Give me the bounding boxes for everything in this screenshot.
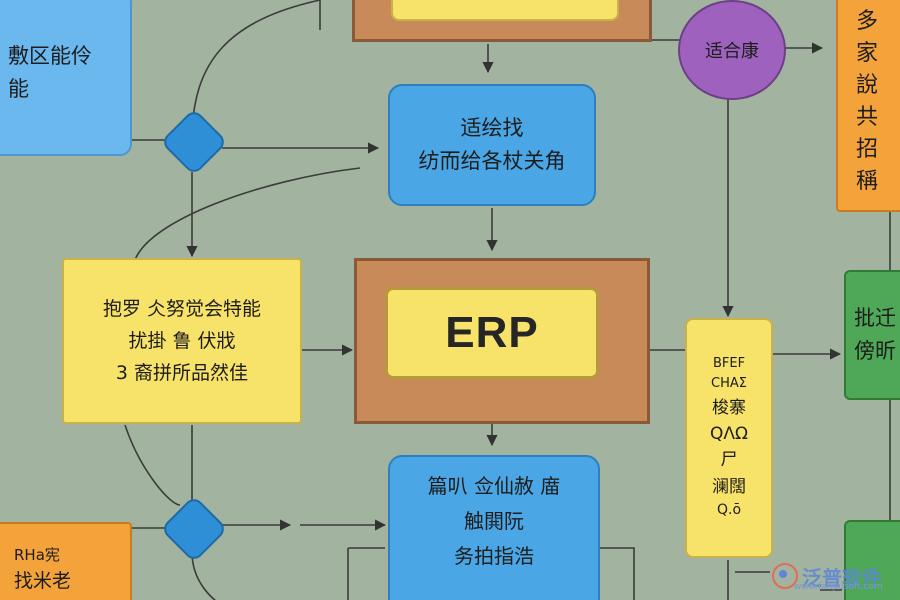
- watermark-text: 泛普软件: [802, 565, 882, 590]
- right-orange-box: 多 家 說 共 招 稱: [836, 0, 900, 212]
- green-line-2: 傍昕: [854, 339, 896, 363]
- right-yellow-line-5: 尸: [720, 450, 738, 471]
- bottom-blue-line-2: 触閧阮: [464, 509, 524, 533]
- edge-curve-top-left: [191, 0, 321, 141]
- right-yellow-line-4: QΛΩ: [709, 423, 748, 444]
- erp-frame: ERP: [354, 258, 650, 424]
- left-yellow-line-2: 扰掛 鲁 伏戕: [128, 329, 236, 352]
- right-yellow-line-3: 梭寨: [712, 397, 746, 418]
- bottom-left-box: RHa宪 找米老: [0, 522, 132, 600]
- top-left-line-2: 能: [8, 77, 29, 101]
- watermark-url: www.fanpusoft.com: [794, 582, 883, 592]
- top-left-line-1: 敷区能伶: [8, 44, 92, 69]
- orange-line-1: 多: [855, 9, 878, 35]
- orange-line-3: 說: [855, 73, 878, 99]
- left-yellow-line-3: 3 裔拼所品然佳: [115, 362, 249, 385]
- edge-diamond2-curve-down: [191, 551, 217, 600]
- top-frame: [352, 0, 652, 42]
- right-green-box: 批迁 傍昕: [844, 270, 900, 400]
- edge-yellow-to-diamond2: [124, 424, 181, 506]
- bottom-blue-line-3: 务拍指浩: [454, 544, 534, 568]
- right-yellow-line-6: 澜闊: [712, 476, 746, 497]
- purple-circle-node: 适合康: [678, 0, 786, 100]
- right-yellow-line-7: Q.ō: [716, 501, 742, 518]
- bottom-left-line-2: 找米老: [14, 570, 72, 593]
- right-yellow-line-2: CHAΣ: [711, 376, 747, 392]
- orange-line-5: 招: [855, 136, 878, 162]
- right-bottom-green-box: [844, 520, 900, 600]
- right-yellow-box: BFEF CHAΣ 梭寨 QΛΩ 尸 澜闊 Q.ō: [685, 318, 773, 558]
- right-yellow-line-1: BFEF: [712, 356, 746, 372]
- bottom-left-line-1: RHa宪: [14, 546, 60, 564]
- orange-line-4: 共: [855, 105, 878, 130]
- edge-curve-mid: [134, 167, 361, 261]
- top-blue-box: 适绘找 纺而给各杖关角: [388, 84, 596, 206]
- top-blue-line-1: 适绘找: [460, 116, 524, 141]
- bottom-blue-box: 篇叭 佥仙赦 庿 触閧阮 务拍指浩: [388, 455, 600, 600]
- green-line-1: 批迁: [854, 306, 896, 331]
- orange-line-6: 稱: [855, 168, 878, 194]
- top-inner-box: [391, 0, 619, 21]
- left-yellow-line-1: 抱罗 仌努觉会特能: [102, 297, 262, 320]
- bottom-blue-line-1: 篇叭 佥仙赦 庿: [427, 474, 561, 498]
- watermark-logo-icon: [772, 563, 798, 589]
- erp-box: ERP: [385, 287, 599, 379]
- erp-label: ERP: [445, 307, 539, 357]
- edge-bottom-blue-right: [600, 547, 635, 600]
- left-yellow-box: 抱罗 仌努觉会特能 扰掛 鲁 伏戕 3 裔拼所品然佳: [62, 258, 302, 424]
- top-left-box: 敷区能伶 能: [0, 0, 132, 156]
- top-blue-line-2: 纺而给各杖关角: [418, 149, 566, 173]
- orange-line-2: 家: [855, 41, 878, 67]
- watermark: 泛普软件 www.fanpusoft.com: [772, 552, 900, 600]
- purple-circle-label: 适合康: [705, 41, 759, 62]
